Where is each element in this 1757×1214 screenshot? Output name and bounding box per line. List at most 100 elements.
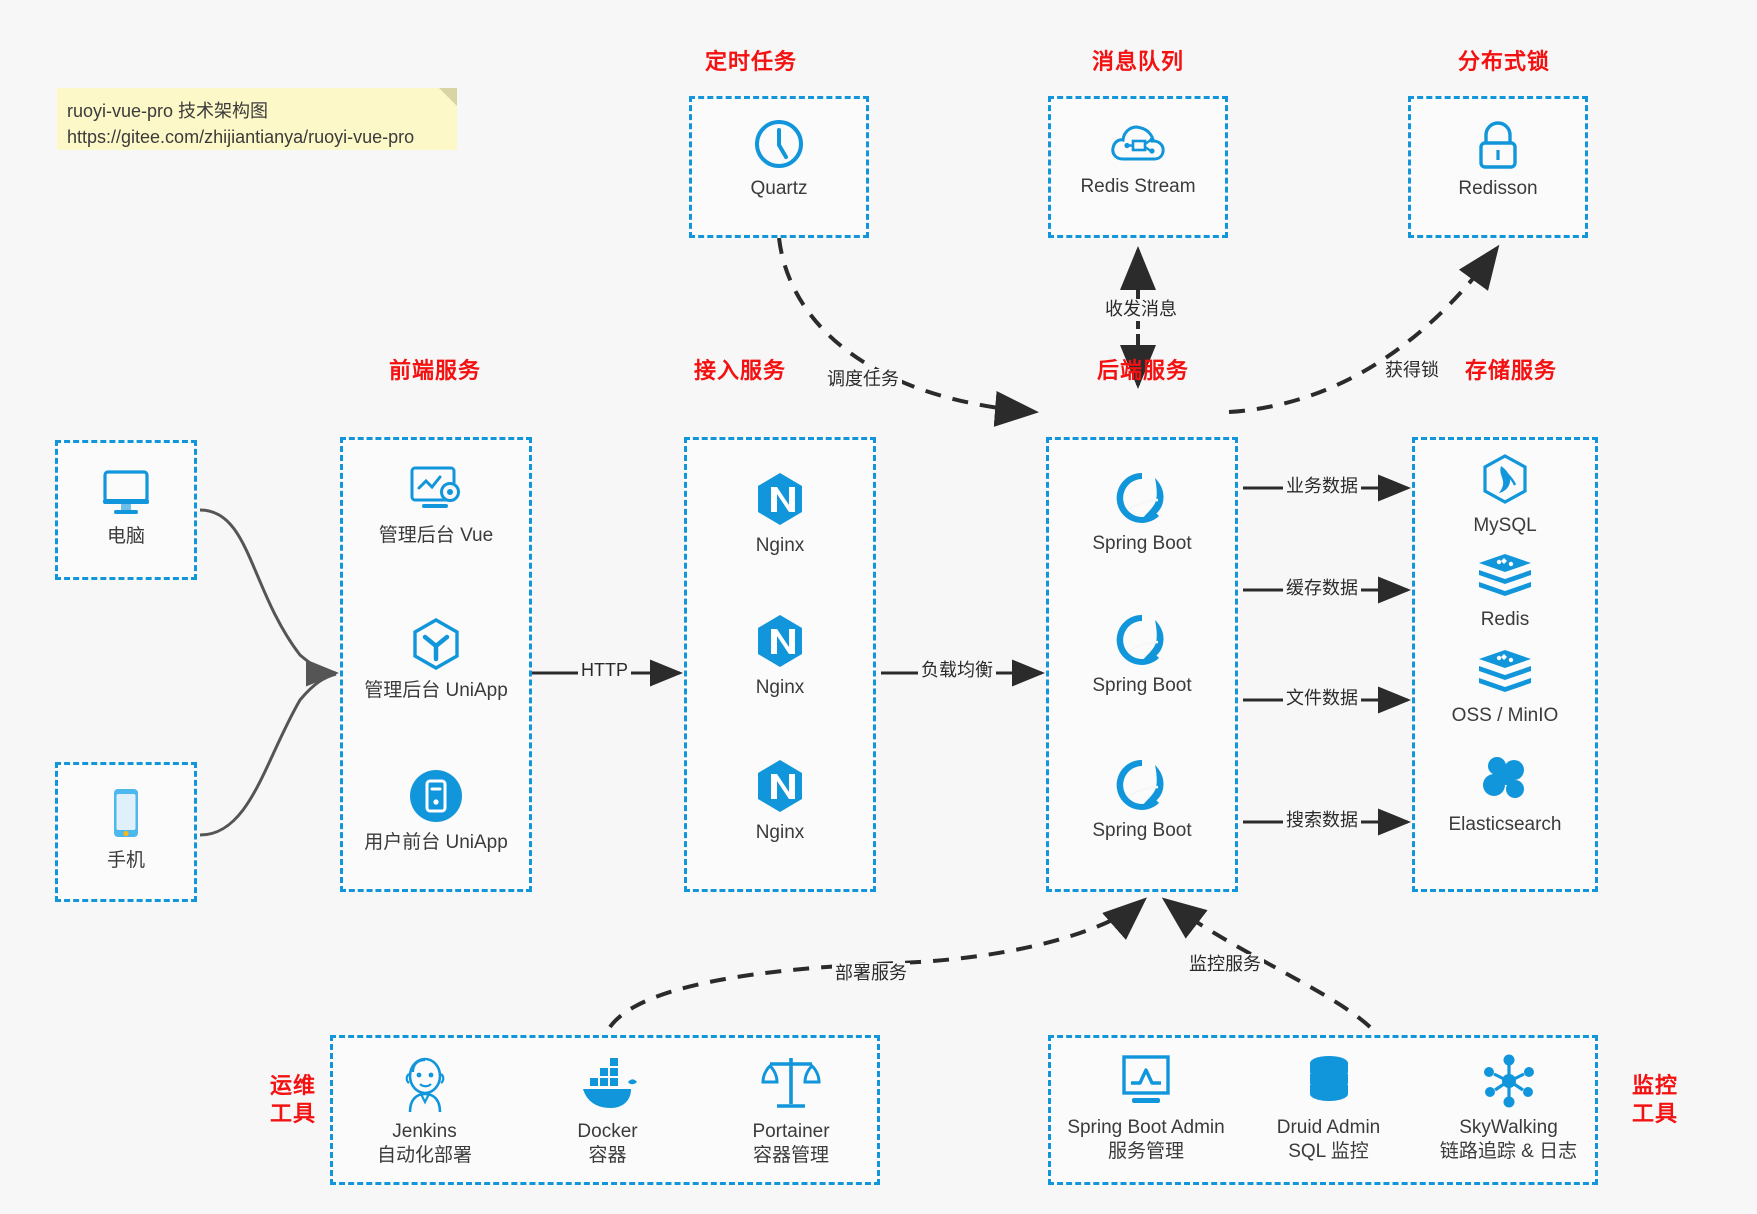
- node-nginx-1-label: Nginx: [755, 535, 805, 556]
- note-title: ruoyi-vue-pro 技术架构图: [67, 101, 269, 121]
- group-title-ops-tools-line2: 工具: [269, 1100, 316, 1126]
- spring-boot-icon: [1116, 614, 1164, 665]
- spring-boot-icon: [1116, 472, 1164, 523]
- node-skywalking[interactable]: SkyWalking 链路追踪 & 日志: [1416, 1052, 1601, 1164]
- node-mysql[interactable]: MySQL: [1415, 452, 1595, 538]
- node-oss-minio-label: OSS / MinIO: [1451, 705, 1559, 726]
- group-title-frontend-service: 前端服务: [388, 358, 481, 383]
- group-box-computer: 电脑: [55, 440, 197, 580]
- group-title-monitor-tools: 监控 工具: [1620, 1072, 1690, 1127]
- group-title-monitor-tools-line2: 工具: [1631, 1100, 1678, 1126]
- group-box-distributed-lock: Redisson: [1408, 96, 1588, 238]
- node-portainer-desc: 容器管理: [752, 1144, 829, 1166]
- edge-label-business-data: 业务数据: [1283, 476, 1361, 498]
- node-redisson[interactable]: Redisson: [1411, 117, 1585, 201]
- node-docker-name: Docker: [577, 1121, 638, 1142]
- group-box-phone: 手机: [55, 762, 197, 902]
- node-elasticsearch-label: Elasticsearch: [1448, 814, 1562, 835]
- node-user-uniapp-label: 用户前台 UniApp: [364, 832, 508, 853]
- edge-label-schedule-task: 调度任务: [824, 369, 902, 391]
- node-oss-minio[interactable]: OSS / MinIO: [1415, 648, 1595, 728]
- node-admin-uniapp[interactable]: 管理后台 UniApp: [343, 615, 529, 703]
- node-user-uniapp[interactable]: 用户前台 UniApp: [343, 767, 529, 855]
- group-title-distributed-lock: 分布式锁: [1457, 49, 1550, 74]
- monitor-chart-icon: [1122, 1055, 1170, 1103]
- node-phone[interactable]: 手机: [58, 785, 194, 873]
- group-box-monitor-tools: Spring Boot Admin 服务管理 Druid Admin SQL 监…: [1048, 1035, 1598, 1185]
- group-title-storage-service: 存储服务: [1464, 358, 1557, 383]
- clock-icon: [755, 120, 803, 168]
- node-jenkins[interactable]: Jenkins 自动化部署: [333, 1052, 516, 1168]
- node-phone-label: 手机: [106, 850, 145, 871]
- group-box-frontend-service: 管理后台 Vue 管理后台 UniApp 用户前台 UniApp: [340, 437, 532, 892]
- node-spring-boot-1[interactable]: Spring Boot: [1049, 470, 1235, 556]
- node-skywalking-name: SkyWalking: [1459, 1117, 1558, 1138]
- node-redis-label: Redis: [1480, 609, 1530, 630]
- group-title-scheduled-task: 定时任务: [704, 49, 797, 74]
- node-druid-admin-name: Druid Admin: [1276, 1117, 1381, 1138]
- node-jenkins-name: Jenkins: [392, 1121, 457, 1142]
- group-box-scheduled-task: Quartz: [689, 96, 869, 238]
- node-quartz[interactable]: Quartz: [692, 117, 866, 201]
- user-app-icon: [410, 770, 462, 822]
- node-elasticsearch[interactable]: Elasticsearch: [1415, 753, 1595, 837]
- mobile-phone-icon: [114, 789, 138, 837]
- node-admin-uniapp-label: 管理后台 UniApp: [364, 680, 508, 701]
- node-nginx-3[interactable]: Nginx: [687, 757, 873, 845]
- node-spring-boot-3[interactable]: Spring Boot: [1049, 757, 1235, 843]
- note-card: ruoyi-vue-pro 技术架构图 https://gitee.com/zh…: [57, 88, 457, 150]
- elasticsearch-icon: [1483, 757, 1524, 798]
- edge-label-deploy-service: 部署服务: [832, 963, 910, 985]
- node-druid-admin[interactable]: Druid Admin SQL 监控: [1241, 1052, 1416, 1164]
- lock-icon: [1479, 121, 1517, 169]
- node-nginx-2-label: Nginx: [755, 677, 805, 698]
- uniapp-cube-icon: [413, 618, 459, 670]
- node-skywalking-desc: 链路追踪 & 日志: [1439, 1140, 1578, 1162]
- node-computer[interactable]: 电脑: [58, 465, 194, 549]
- edge-label-acquire-lock: 获得锁: [1382, 360, 1442, 382]
- group-title-ops-tools: 运维 工具: [258, 1072, 328, 1127]
- node-computer-label: 电脑: [106, 526, 145, 547]
- group-title-monitor-tools-line1: 监控: [1631, 1073, 1678, 1098]
- node-spring-boot-2-label: Spring Boot: [1092, 675, 1192, 696]
- portainer-scales-icon: [761, 1058, 821, 1108]
- node-nginx-2[interactable]: Nginx: [687, 612, 873, 700]
- node-admin-vue[interactable]: 管理后台 Vue: [343, 462, 529, 548]
- node-spring-boot-2[interactable]: Spring Boot: [1049, 612, 1235, 698]
- edge-label-load-balance: 负载均衡: [918, 660, 996, 682]
- group-box-ops-tools: Jenkins 自动化部署 Docker 容器: [330, 1035, 880, 1185]
- group-title-ops-tools-line1: 运维: [269, 1073, 316, 1098]
- node-nginx-3-label: Nginx: [755, 822, 805, 843]
- object-storage-icon: [1479, 650, 1531, 692]
- group-box-storage-service: MySQL Redis OSS / MinIO: [1412, 437, 1598, 892]
- node-redis[interactable]: Redis: [1415, 552, 1595, 632]
- node-spring-boot-1-label: Spring Boot: [1092, 533, 1192, 554]
- jenkins-butler-icon: [405, 1057, 444, 1113]
- node-docker[interactable]: Docker 容器: [516, 1052, 699, 1168]
- dashboard-vue-icon: [410, 466, 460, 508]
- node-quartz-label: Quartz: [750, 178, 808, 199]
- database-icon: [1309, 1056, 1348, 1101]
- node-docker-desc: 容器: [588, 1144, 627, 1166]
- group-box-message-queue: Redis Stream: [1048, 96, 1228, 238]
- skywalking-network-icon: [1483, 1054, 1534, 1108]
- nginx-icon: [758, 760, 802, 812]
- redis-icon: [1479, 554, 1531, 596]
- node-spring-boot-admin[interactable]: Spring Boot Admin 服务管理: [1051, 1052, 1241, 1164]
- spring-boot-icon: [1116, 759, 1164, 810]
- group-title-message-queue: 消息队列: [1091, 49, 1184, 74]
- node-spring-boot-admin-desc: 服务管理: [1107, 1140, 1184, 1162]
- node-redis-stream-label: Redis Stream: [1080, 176, 1196, 197]
- node-jenkins-desc: 自动化部署: [376, 1144, 472, 1166]
- node-nginx-1[interactable]: Nginx: [687, 470, 873, 558]
- desktop-computer-icon: [103, 470, 149, 514]
- cloud-stream-icon: [1111, 125, 1165, 161]
- edge-label-send-receive-message: 收发消息: [1102, 299, 1180, 321]
- group-box-gateway-service: Nginx Nginx Nginx: [684, 437, 876, 892]
- node-redis-stream[interactable]: Redis Stream: [1051, 117, 1225, 199]
- edge-label-monitor-service: 监控服务: [1186, 954, 1264, 976]
- node-portainer[interactable]: Portainer 容器管理: [699, 1052, 883, 1168]
- node-druid-admin-desc: SQL 监控: [1288, 1140, 1369, 1162]
- node-admin-vue-label: 管理后台 Vue: [378, 525, 494, 546]
